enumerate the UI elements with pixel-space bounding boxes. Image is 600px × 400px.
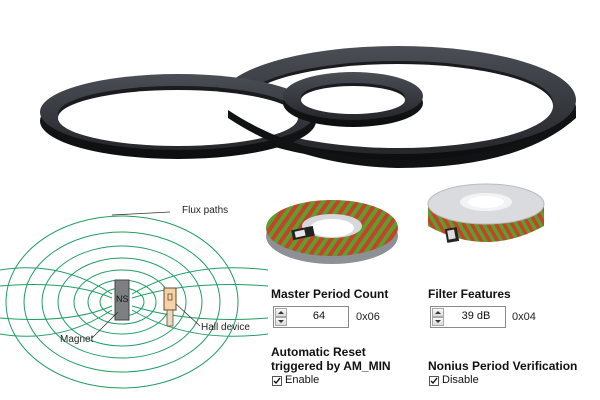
magnet-poles-label: NS bbox=[116, 294, 129, 304]
magnet-label: Magnet bbox=[60, 334, 94, 345]
ring-small bbox=[283, 72, 423, 127]
filter-features-spinbox[interactable]: 39 dB bbox=[430, 306, 506, 328]
auto-reset-checkbox[interactable] bbox=[272, 376, 282, 386]
checkmark-icon bbox=[430, 377, 438, 385]
nonius-checkbox[interactable] bbox=[429, 376, 439, 386]
filter-features-title: Filter Features bbox=[428, 287, 511, 301]
filter-features-up-button[interactable] bbox=[432, 308, 444, 317]
auto-reset-checkbox-label[interactable]: Enable bbox=[285, 374, 320, 386]
filter-features-hex: 0x04 bbox=[512, 311, 536, 323]
master-period-title: Master Period Count bbox=[271, 287, 389, 301]
master-period-down-button[interactable] bbox=[275, 317, 287, 326]
ring-medium bbox=[40, 74, 316, 159]
filter-features-down-button[interactable] bbox=[432, 317, 444, 326]
filter-features-value[interactable]: 39 dB bbox=[461, 310, 491, 322]
encoder-wheel-large bbox=[266, 200, 398, 264]
checkmark-icon bbox=[273, 377, 281, 385]
magnetic-field-diagram bbox=[0, 211, 268, 389]
auto-reset-title-line2: triggered by AM_MIN bbox=[271, 359, 391, 373]
master-period-spinbox[interactable]: 64 bbox=[273, 306, 349, 328]
flux-paths-label: Flux paths bbox=[182, 205, 229, 216]
auto-reset-title-line1: Automatic Reset bbox=[271, 345, 366, 359]
hall-device-body bbox=[163, 287, 177, 311]
flux-lines bbox=[0, 215, 268, 389]
master-period-hex: 0x06 bbox=[356, 311, 380, 323]
nonius-title: Nonius Period Verification bbox=[428, 359, 578, 373]
encoder-wheel-small bbox=[427, 183, 545, 243]
magnet-bar bbox=[114, 279, 130, 321]
master-period-value[interactable]: 64 bbox=[312, 310, 326, 322]
master-period-up-button[interactable] bbox=[275, 308, 287, 317]
hall-device-label: Hall device bbox=[201, 322, 250, 333]
nonius-checkbox-label[interactable]: Disable bbox=[442, 374, 479, 386]
